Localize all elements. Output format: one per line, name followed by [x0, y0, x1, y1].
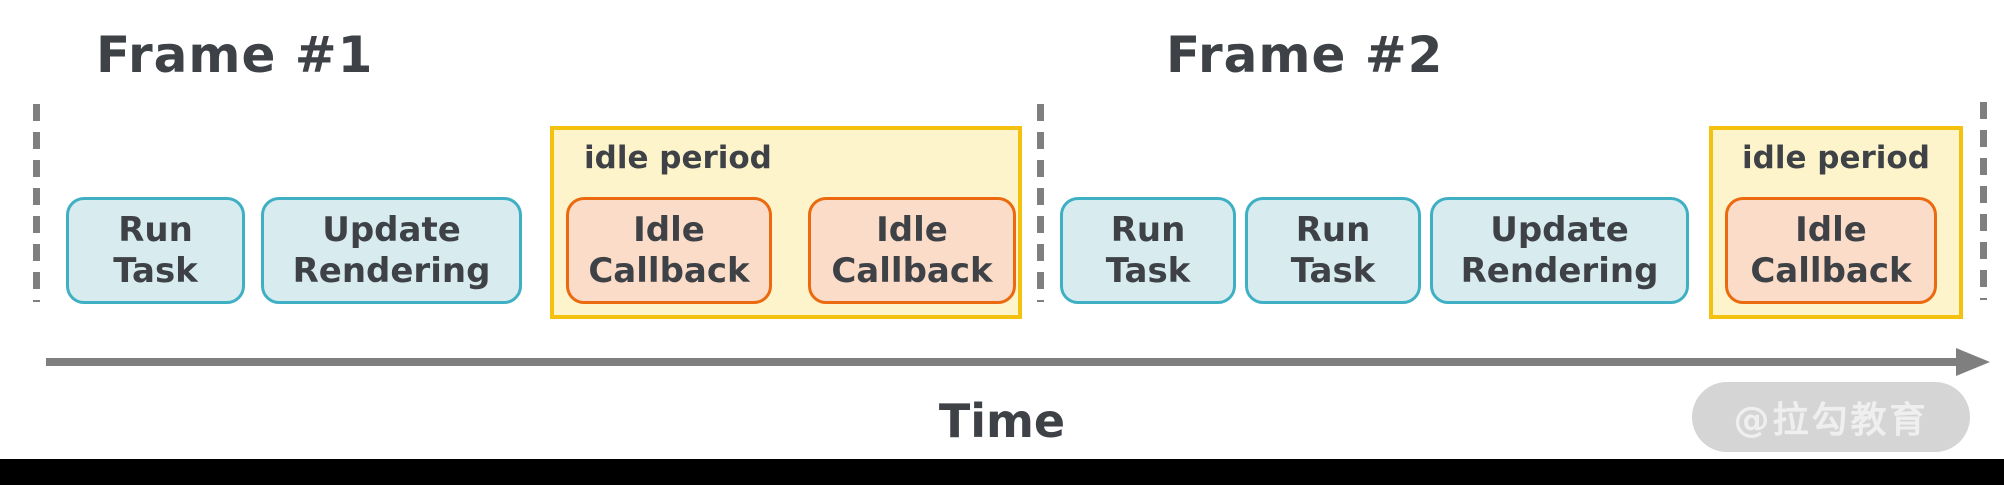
- frame-1-run-task-box: Run Task: [66, 197, 245, 304]
- frame-2-idle-callback-box: Idle Callback: [1725, 197, 1937, 304]
- frame-2-idle-period-label: idle period: [1742, 140, 1930, 176]
- watermark-text: @拉勾教育: [1733, 400, 1929, 441]
- bottom-black-bar: [0, 459, 2004, 485]
- watermark-badge: @拉勾教育: [1692, 382, 1970, 452]
- frame-2-run-task-box-2: Run Task: [1245, 197, 1421, 304]
- time-axis-label: Time: [938, 394, 1066, 448]
- frame-1-start-divider: [33, 104, 40, 302]
- frame-1-idle-period-label: idle period: [584, 140, 772, 176]
- frame-1-idle-period-container: idle period Idle Callback Idle Callback: [550, 126, 1022, 319]
- time-axis-arrowhead-icon: [1956, 348, 1990, 376]
- frame-1-idle-callback-box-2: Idle Callback: [808, 197, 1016, 304]
- frame-2-end-divider: [1980, 102, 1987, 300]
- frame-1-idle-callback-box-1: Idle Callback: [566, 197, 772, 304]
- frame-2-run-task-box-1: Run Task: [1060, 197, 1236, 304]
- frame-1-title: Frame #1: [96, 26, 374, 84]
- frame-2-idle-period-container: idle period Idle Callback: [1709, 126, 1963, 319]
- time-axis-line: [46, 358, 1958, 366]
- frame-2-update-rendering-box: Update Rendering: [1430, 197, 1689, 304]
- frame-2-start-divider: [1037, 104, 1044, 302]
- frame-1-update-rendering-box: Update Rendering: [261, 197, 522, 304]
- frame-2-title: Frame #2: [1166, 26, 1444, 84]
